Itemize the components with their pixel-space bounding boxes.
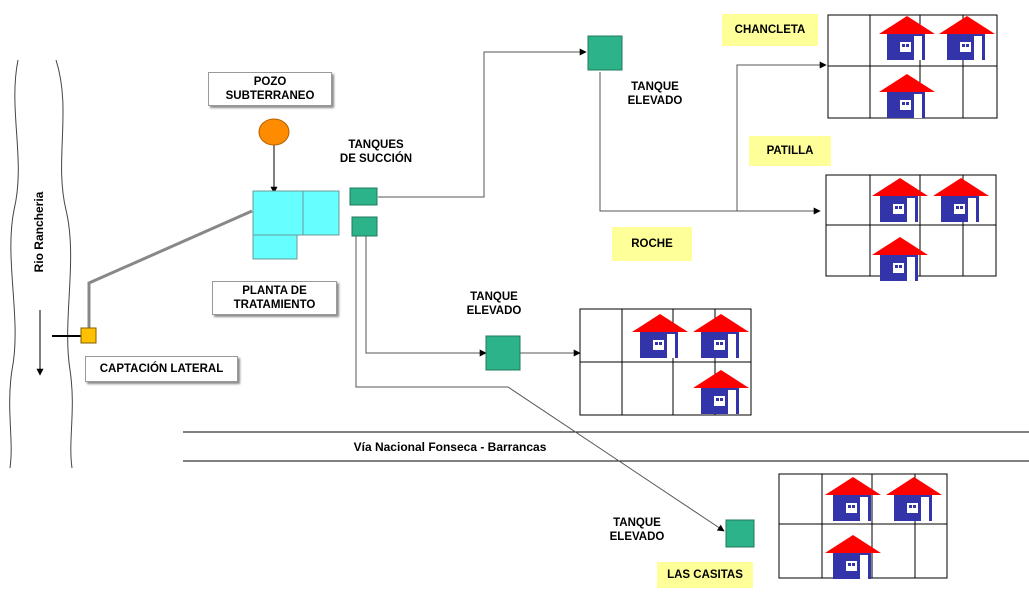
tanque-elevado-1-label: TANQUE ELEVADO xyxy=(627,81,683,107)
block-las-casitas xyxy=(778,473,948,579)
patilla-label: PATILLA xyxy=(749,136,831,166)
well-circle xyxy=(258,118,290,146)
block-chancleta xyxy=(827,14,998,119)
tank1-to-chancleta-pipe xyxy=(736,61,827,211)
roche-label: ROCHE xyxy=(612,227,692,261)
suction-to-tank1-pipe xyxy=(378,48,587,198)
tank1-to-patilla-pipe xyxy=(599,72,821,215)
elevated-tank-3 xyxy=(725,519,755,548)
block-patilla xyxy=(825,174,997,281)
river-left-bank xyxy=(9,59,19,469)
suction-to-tank3-pipe xyxy=(355,236,725,532)
plant-block-1 xyxy=(252,190,304,236)
river-label: Rio Rancheria xyxy=(32,191,46,273)
river-label-wrap: Rio Rancheria xyxy=(29,185,49,285)
plant-block-2 xyxy=(302,190,340,236)
river-right-bank xyxy=(55,59,73,469)
captacion-label: CAPTACIÓN LATERAL xyxy=(85,356,238,382)
tanques-succion-label: TANQUES DE SUCCIÓN xyxy=(339,139,413,165)
plant-block-3 xyxy=(252,234,298,260)
intake-to-plant-pipe xyxy=(87,209,253,332)
planta-label: PLANTA DE TRATAMIENTO xyxy=(212,281,337,315)
las-casitas-label: LAS CASITAS xyxy=(657,562,753,588)
block-middle xyxy=(579,308,752,416)
road-label: Vía Nacional Fonseca - Barrancas xyxy=(353,440,547,454)
chancleta-label: CHANCLETA xyxy=(722,14,818,46)
intake-square xyxy=(80,327,97,344)
suction-to-tank2-pipe xyxy=(365,236,487,357)
tanque-elevado-3-label: TANQUE ELEVADO xyxy=(609,517,665,543)
pozo-label: POZO SUBTERRANEO xyxy=(208,72,332,106)
tanque-elevado-2-label: TANQUE ELEVADO xyxy=(466,291,522,317)
elevated-tank-1 xyxy=(587,35,623,71)
suction-tank-2 xyxy=(351,216,378,237)
suction-tank-1 xyxy=(349,187,378,206)
elevated-tank-2 xyxy=(485,335,521,371)
